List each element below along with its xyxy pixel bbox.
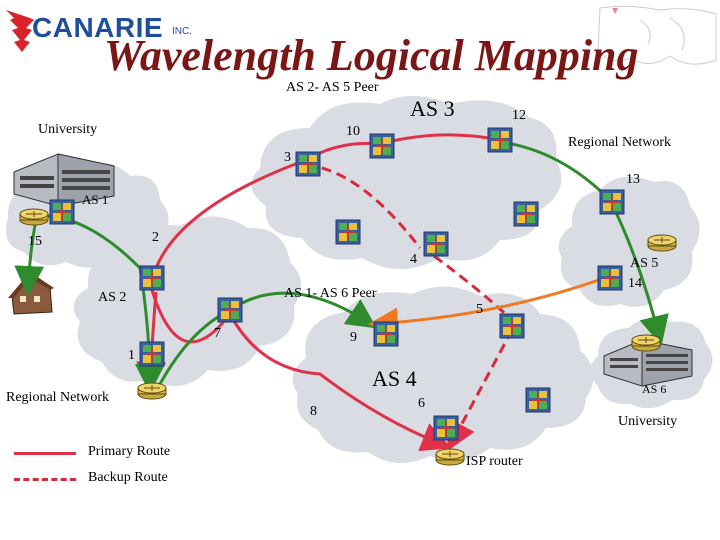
isp-router-icon [435,448,465,466]
link-number-14: 14 [628,276,642,291]
switch-as3-e-icon [423,231,449,257]
link-number-6: 6 [418,396,425,411]
link-number-5: 5 [476,302,483,317]
link-number-4: 4 [410,252,417,267]
backup-route [305,163,514,452]
switch-as1-icon [49,199,75,225]
orange-route [368,274,611,338]
switch-as5-b-icon [597,265,623,291]
switch-as3-d-icon [335,219,361,245]
switch-as3-a-icon [369,133,395,159]
switch-as2-a-icon [139,265,165,291]
switch-as3-b-icon [487,127,513,153]
legend-backup-label: Backup Route [88,470,168,485]
switch-as4-d-icon [433,415,459,441]
label-regional-network-right: Regional Network [568,135,672,150]
link-number-13: 13 [626,172,640,187]
cloud-as3 [251,96,562,269]
link-number-1: 1 [128,348,135,363]
link-number-15: 15 [28,234,42,249]
logo-text: CANARIE [32,12,164,43]
label-regional-network-left: Regional Network [6,390,110,405]
legend-backup-swatch [14,478,76,481]
link-number-3: 3 [284,150,291,165]
university-building-left-icon [13,153,115,207]
page-title: Wavelength Logical Mapping [104,31,639,80]
link-number-2: 2 [152,230,159,245]
label-as6: AS 6 [642,382,667,396]
world-map-graphic [597,5,717,65]
label-as5: AS 5 [630,256,659,271]
switch-as3-c-icon [295,151,321,177]
switch-as4-b-icon [499,313,525,339]
label-as1: AS 1 [82,192,109,207]
switch-as4-a-icon [373,321,399,347]
university-building-right-icon [603,339,693,387]
switch-as2-b-icon [217,297,243,323]
link-number-9: 9 [350,330,357,345]
label-university-left: University [38,122,98,137]
logo-suffix: INC. [172,26,192,37]
peer-label-as2-as5: AS 2- AS 5 Peer [286,80,379,95]
legend-primary-swatch [14,452,76,455]
label-university-right: University [618,414,678,429]
link-number-10: 10 [346,124,360,139]
label-peer-as1-as6: AS 1- AS 6 Peer [284,286,377,301]
switch-as5-a-icon [599,189,625,215]
router-as6-icon [631,334,661,352]
switch-as2-c-icon [139,341,165,367]
router-as2-icon [137,382,167,400]
link-number-12: 12 [512,108,526,123]
canarie-logo-icon [6,10,34,52]
label-as2: AS 2 [98,290,127,305]
legend-primary-label: Primary Route [88,444,171,459]
router-as5-icon [647,234,677,252]
link-number-7: 7 [214,326,221,341]
label-isp-router: ISP router [466,454,523,469]
label-as4: AS 4 [372,366,417,391]
router-as1-icon [19,208,49,226]
switch-as4-c-icon [525,387,551,413]
house-icon [8,272,54,315]
link-number-8: 8 [310,404,317,419]
switch-as3-f-icon [513,201,539,227]
label-as3: AS 3 [410,96,455,121]
